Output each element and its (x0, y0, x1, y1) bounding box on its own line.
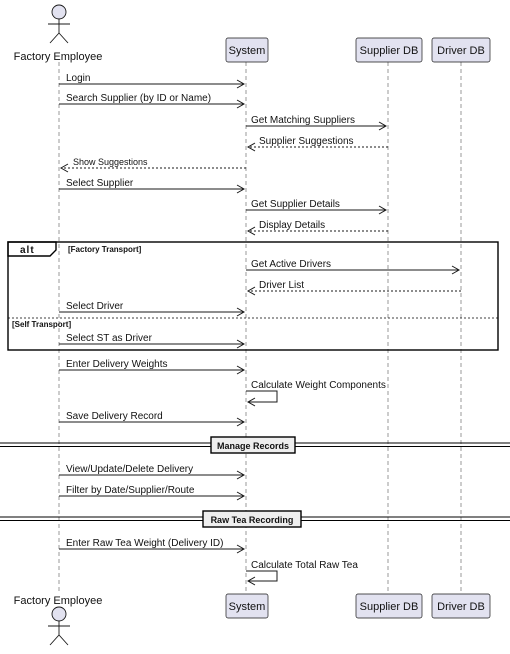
participant-supplierdb-top: Supplier DB (355, 37, 423, 63)
msg-calculate-weight-components: Calculate Weight Components (246, 380, 386, 407)
participant-system-top: System (225, 37, 269, 63)
participant-label: System (229, 601, 266, 613)
msg-enter-delivery-weights: Enter Delivery Weights (59, 359, 246, 375)
message-label: Display Details (259, 220, 325, 231)
message-label: Supplier Suggestions (259, 136, 354, 147)
message-label: Login (66, 73, 90, 84)
msg-select-driver: Select Driver (59, 301, 246, 317)
divider-label: Manage Records (217, 441, 289, 451)
message-label: Enter Raw Tea Weight (Delivery ID) (66, 538, 223, 549)
fragment-operator: alt (20, 245, 35, 256)
msg-display-details: Display Details (246, 220, 388, 236)
msg-get-active-drivers: Get Active Drivers (246, 259, 461, 275)
message-label: Save Delivery Record (66, 411, 163, 422)
msg-supplier-suggestions: Supplier Suggestions (246, 136, 388, 152)
msg-driver-list: Driver List (246, 280, 461, 296)
divider-raw-tea-recording: Raw Tea Recording (0, 510, 510, 528)
message-label: Get Active Drivers (251, 259, 331, 270)
participant-label: Driver DB (437, 45, 485, 57)
actor-employee-top: Factory Employee (14, 4, 103, 63)
participant-driverdb-bottom: Driver DB (431, 593, 491, 619)
participant-label: Supplier DB (360, 601, 419, 613)
msg-select-st-driver: Select ST as Driver (59, 333, 246, 349)
message-label: View/Update/Delete Delivery (66, 464, 193, 475)
fragment-guard-self: [Self Transport] (12, 320, 71, 329)
message-label: Driver List (259, 280, 304, 291)
message-label: Get Matching Suppliers (251, 115, 355, 126)
msg-get-matching-suppliers: Get Matching Suppliers (246, 115, 388, 131)
message-label: Select Driver (66, 301, 124, 312)
msg-show-suggestions: Show Suggestions (59, 157, 246, 173)
message-label: Calculate Total Raw Tea (251, 560, 358, 571)
message-label: Enter Delivery Weights (66, 359, 168, 370)
participant-label: System (229, 45, 266, 57)
divider-label: Raw Tea Recording (211, 515, 294, 525)
msg-filter-by-date: Filter by Date/Supplier/Route (59, 485, 246, 501)
participant-label: Factory Employee (14, 595, 103, 607)
divider-manage-records: Manage Records (0, 436, 510, 454)
msg-save-delivery-record: Save Delivery Record (59, 411, 246, 427)
message-label: Show Suggestions (73, 157, 148, 167)
msg-search-supplier: Search Supplier (by ID or Name) (59, 93, 246, 109)
participant-label: Driver DB (437, 601, 485, 613)
message-label: Select Supplier (66, 178, 134, 189)
participant-supplierdb-bottom: Supplier DB (355, 593, 423, 619)
participant-label: Supplier DB (360, 45, 419, 57)
msg-view-update-delete: View/Update/Delete Delivery (59, 464, 246, 480)
msg-enter-raw-tea-weight: Enter Raw Tea Weight (Delivery ID) (59, 538, 246, 554)
alt-fragment: alt [Factory Transport] [Self Transport] (7, 241, 499, 351)
msg-select-supplier: Select Supplier (59, 178, 246, 194)
fragment-guard-factory: [Factory Transport] (68, 245, 142, 254)
actor-employee-bottom: Factory Employee (14, 595, 103, 646)
participant-label: Factory Employee (14, 51, 103, 63)
message-label: Select ST as Driver (66, 333, 153, 344)
message-label: Filter by Date/Supplier/Route (66, 485, 195, 496)
msg-login: Login (59, 73, 246, 89)
message-label: Search Supplier (by ID or Name) (66, 93, 211, 104)
msg-calculate-total-raw-tea: Calculate Total Raw Tea (246, 560, 358, 586)
msg-get-supplier-details: Get Supplier Details (246, 199, 388, 215)
participant-driverdb-top: Driver DB (431, 37, 491, 63)
participant-system-bottom: System (225, 593, 269, 619)
message-label: Calculate Weight Components (251, 380, 386, 391)
message-label: Get Supplier Details (251, 199, 340, 210)
